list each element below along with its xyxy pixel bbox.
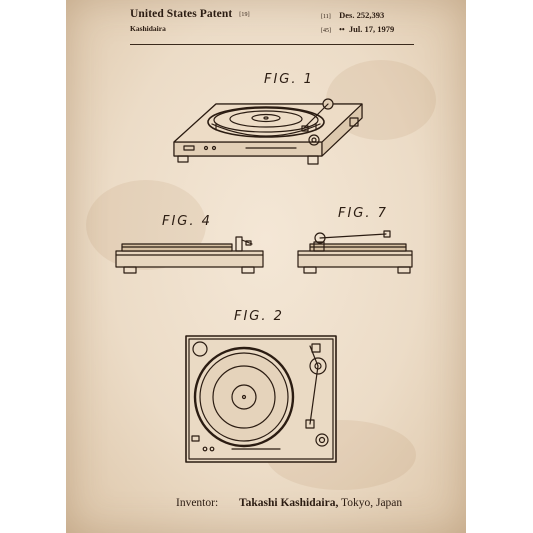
patent-date: Jul. 17, 1979 bbox=[348, 24, 395, 34]
inventor-surname: Kashidaira bbox=[130, 24, 166, 33]
fig2-label: FIG. 2 bbox=[234, 309, 284, 324]
date-marker: •• bbox=[339, 25, 345, 34]
date-code: [45] bbox=[321, 28, 331, 34]
header-rule bbox=[130, 44, 414, 45]
header-left: United States Patent [19] Kashidaira bbox=[130, 8, 250, 33]
patent-sheet: United States Patent [19] Kashidaira [11… bbox=[66, 0, 466, 533]
patent-number: Des. 252,393 bbox=[339, 10, 385, 20]
patent-title-line: United States Patent [19] bbox=[130, 8, 250, 20]
header-right: [11] Des. 252,393 [45] •• Jul. 17, 1979 bbox=[321, 10, 394, 38]
patent-title: United States Patent bbox=[130, 8, 233, 20]
fig7-side-drawing bbox=[297, 230, 413, 274]
fig1-label: FIG. 1 bbox=[264, 72, 314, 87]
inventor-location: Tokyo, Japan bbox=[341, 497, 403, 509]
date-row: [45] •• Jul. 17, 1979 bbox=[321, 24, 394, 38]
fig1-turntable-drawing bbox=[173, 98, 363, 165]
patent-number-row: [11] Des. 252,393 bbox=[321, 10, 394, 24]
fig7-label: FIG. 7 bbox=[338, 206, 388, 221]
fig2-top-drawing bbox=[185, 335, 337, 463]
inventor-label: Inventor: bbox=[176, 497, 219, 509]
patent-drawings bbox=[115, 98, 413, 463]
inventor-line: Inventor: Takashi Kashidaira, Tokyo, Jap… bbox=[176, 497, 402, 509]
patent-code: [11] bbox=[321, 14, 331, 20]
fig4-side-drawing bbox=[115, 236, 264, 274]
title-code: [19] bbox=[239, 12, 250, 18]
fig4-label: FIG. 4 bbox=[162, 214, 212, 229]
inventor-name: Takashi Kashidaira, bbox=[239, 497, 339, 509]
